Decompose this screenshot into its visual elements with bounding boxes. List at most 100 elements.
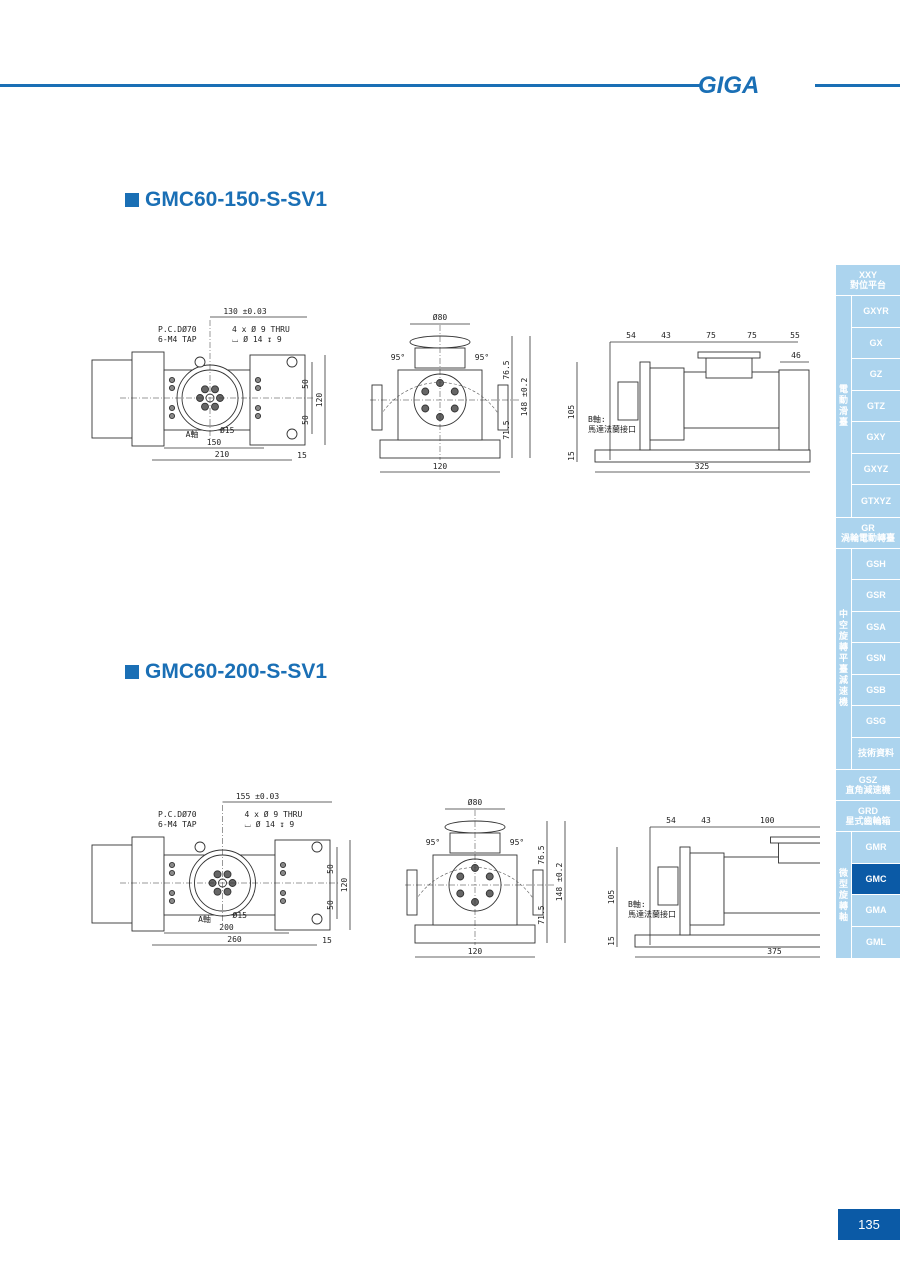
sidebar-item-gmr[interactable]: GMR (852, 832, 900, 864)
mount-hole (286, 356, 298, 368)
sidebar-item-gxyz[interactable]: GXYZ (852, 453, 900, 485)
dimension-label: 75 (706, 331, 716, 340)
handle-left (371, 384, 383, 431)
dimension-label: 54 (626, 331, 636, 340)
item-code: GRD (857, 806, 878, 816)
dimension-label: 76.5 (502, 360, 511, 379)
sidebar-item-gsr[interactable]: GSR (852, 580, 900, 612)
sidebar-item-技術資料[interactable]: 技術資料 (852, 737, 900, 769)
product-title-1: GMC60-150-S-SV1 (125, 188, 327, 212)
header-rule-right (815, 84, 900, 87)
sidebar-item-gtxyz[interactable]: GTXYZ (852, 485, 900, 517)
dimension-label: 148 ±0.2 (555, 863, 564, 902)
base-plate (634, 934, 820, 948)
dimension-label: P.C.DØ70 (158, 809, 197, 819)
bolt-hole (456, 889, 465, 898)
dimension-label: 50 (301, 379, 310, 389)
dimension-label: 155 ±0.03 (236, 792, 280, 801)
group-label: 中空旋轉平臺減速機 (836, 548, 852, 769)
bolt-hole (450, 404, 459, 413)
handle-right (532, 869, 544, 916)
bolt-hole (485, 872, 494, 881)
sidebar-item-gsb[interactable]: GSB (852, 674, 900, 706)
screw-hole (168, 376, 176, 384)
screw-hole (254, 404, 262, 412)
dimension-label: 15 (322, 936, 332, 945)
screw-hole (168, 384, 176, 392)
motor-coupler (657, 866, 679, 906)
bolt-hole (421, 387, 430, 396)
motor-body (683, 371, 780, 429)
motor-body (723, 856, 820, 914)
bolt-hole (201, 385, 209, 394)
sidebar-item-gma[interactable]: GMA (852, 895, 900, 927)
sidebar-item-gxy[interactable]: GXY (852, 422, 900, 454)
dimension-label: 6-M4 TAP (158, 335, 197, 344)
page-number: 135 (838, 1209, 900, 1240)
sidebar-item-gml[interactable]: GML (852, 926, 900, 958)
screw-hole (279, 889, 287, 897)
dimension-label: 375 (767, 947, 782, 956)
dimension-label: Ø15 (233, 910, 248, 920)
dimension-label: Ø80 (433, 312, 448, 322)
item-sub: 直角減速機 (845, 785, 891, 795)
bolt-hole (223, 887, 232, 896)
sidebar-item-gsa[interactable]: GSA (852, 611, 900, 643)
dimension-label: 50 (301, 415, 310, 425)
mount-hole (311, 913, 323, 925)
dimension-label: 50 (326, 900, 335, 910)
dimension-label: 43 (701, 816, 711, 825)
dimension-label: 120 (468, 947, 483, 956)
screw-hole (279, 861, 287, 869)
header-rule-left (0, 84, 700, 87)
motor-flange (131, 351, 165, 447)
dimension-label: 95° (391, 353, 405, 362)
turntable-block (705, 357, 753, 379)
dimension-label: Ø15 (220, 425, 235, 435)
dimension-label: 4 x Ø 9 THRU (245, 809, 303, 819)
item-sub: 對位平台 (849, 280, 886, 290)
turntable-block (778, 842, 820, 864)
screw-hole (168, 861, 176, 869)
screw-hole (168, 412, 176, 420)
sidebar-item-gsg[interactable]: GSG (852, 706, 900, 738)
sidebar-item-gmc[interactable]: GMC (852, 863, 900, 895)
dimension-label: 43 (661, 331, 671, 340)
dimension-label: ⌴ Ø 14 ↧ 9 (245, 819, 295, 829)
product-title-2: GMC60-200-S-SV1 (125, 660, 327, 684)
dimension-label: 46 (791, 351, 801, 360)
sidebar-item-gsn[interactable]: GSN (852, 643, 900, 675)
dimension-label: 95° (510, 838, 524, 847)
dimension-label: 55 (790, 331, 800, 340)
sidebar-item-gxyr[interactable]: GXYR (852, 296, 900, 328)
dimension-label: 148 ±0.2 (520, 378, 529, 417)
sidebar-item-gsh[interactable]: GSH (852, 548, 900, 580)
group-label: 電動滑臺 (836, 296, 852, 517)
product-title-text: GMC60-150-S-SV1 (145, 188, 328, 211)
dimension-label: 71.5 (537, 905, 546, 924)
dimension-label: 4 x Ø 9 THRU (232, 324, 290, 334)
motor-body (91, 844, 138, 924)
dimension-label: ⌴ Ø 14 ↧ 9 (232, 334, 282, 344)
flange (679, 846, 691, 936)
mount-hole (286, 428, 298, 440)
sidebar-item-gtz[interactable]: GTZ (852, 390, 900, 422)
handle-left (406, 869, 418, 916)
end-block (249, 354, 306, 446)
sidebar-item-gz[interactable]: GZ (852, 359, 900, 391)
dimension-label: 71.5 (502, 420, 511, 439)
sidebar-item-gx[interactable]: GX (852, 327, 900, 359)
item-sub: 星式齒輪箱 (845, 816, 891, 826)
bolt-hole (201, 402, 209, 411)
dimension-label: 95° (426, 838, 440, 847)
dimension-label: 120 (340, 878, 349, 893)
dimension-label: 260 (227, 935, 242, 944)
